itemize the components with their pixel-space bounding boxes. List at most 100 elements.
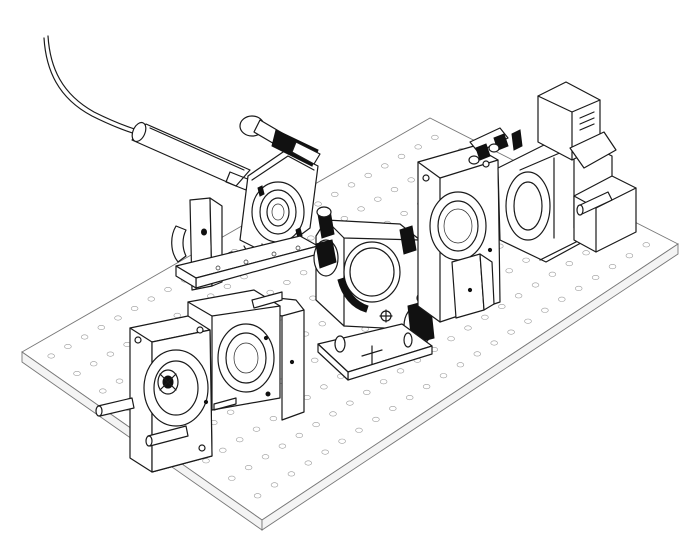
breadboard-hole (347, 182, 356, 188)
breadboard-hole (320, 384, 328, 390)
breadboard-hole (608, 264, 617, 270)
breadboard-hole (642, 242, 650, 248)
breadboard-hole (331, 191, 339, 197)
breadboard-hole (64, 343, 72, 349)
breadboard-hole (269, 416, 278, 422)
breadboard-hole (625, 253, 634, 259)
breadboard-hole (304, 460, 312, 466)
breadboard-hole (80, 334, 89, 340)
breadboard-hole (591, 274, 600, 280)
breadboard-hole (99, 388, 107, 394)
actuator-motor (537, 81, 617, 169)
breadboard-hole (531, 282, 540, 288)
breadboard-hole (226, 409, 235, 415)
breadboard-hole (312, 422, 320, 428)
breadboard-hole (363, 389, 371, 395)
breadboard-hole (414, 144, 422, 150)
breadboard-hole (314, 201, 322, 207)
breadboard-side-edge (261, 243, 679, 531)
breadboard-hole (115, 378, 124, 384)
breadboard-hole (97, 324, 106, 330)
breadboard-hole (473, 351, 481, 357)
front-cage-plate (129, 315, 213, 473)
breadboard-hole (244, 465, 253, 471)
breadboard-hole (299, 270, 308, 276)
breadboard-hole (283, 279, 291, 285)
breadboard-hole (524, 318, 532, 324)
breadboard-hole (106, 351, 115, 357)
kinematic-mirror-mount (224, 115, 321, 273)
breadboard-hole (379, 379, 388, 385)
breadboard-hole (236, 437, 244, 443)
breadboard-hole (565, 261, 573, 267)
breadboard-hole (346, 400, 354, 406)
breadboard-hole (357, 206, 365, 212)
breadboard-hole (364, 172, 372, 178)
breadboard-hole (228, 475, 236, 481)
breadboard-hole (439, 373, 448, 379)
breadboard-hole (338, 438, 346, 444)
breadboard-hole (374, 196, 382, 202)
breadboard-hole (456, 362, 465, 368)
fiber-cable (43, 35, 145, 137)
breadboard-hole (396, 368, 405, 374)
breadboard-hole (130, 305, 139, 311)
breadboard-hole (311, 357, 319, 363)
breadboard-hole (389, 405, 397, 411)
right-base-clamp (451, 253, 495, 319)
breadboard-hole (270, 482, 279, 488)
center-base-plate (317, 323, 433, 381)
breadboard-hole (381, 163, 389, 169)
cage-rods (95, 397, 237, 447)
breadboard-hole (278, 443, 287, 449)
breadboard-hole (223, 283, 232, 289)
breadboard-hole (431, 134, 439, 140)
second-mount-plate (187, 289, 283, 411)
breadboard-hole (202, 458, 210, 464)
breadboard-hole (147, 296, 156, 302)
breadboard-hole (407, 177, 415, 183)
fiber-collimator (131, 121, 251, 191)
breadboard-hole (114, 315, 122, 321)
breadboard-hole (522, 257, 530, 263)
center-kinematic-mount (313, 206, 436, 347)
breadboard-hole (498, 303, 506, 309)
breadboard-hole (164, 286, 172, 292)
breadboard-hole (355, 427, 363, 433)
breadboard-hole (481, 314, 489, 320)
breadboard-hole (447, 336, 455, 342)
breadboard-hole (422, 384, 431, 390)
breadboard-hole (89, 361, 98, 367)
breadboard-hole (253, 493, 262, 499)
breadboard-hole (261, 454, 270, 460)
breadboard-hole (490, 340, 498, 346)
breadboard-hole (287, 471, 296, 477)
breadboard-hole (541, 307, 549, 313)
breadboard-hole (400, 211, 408, 217)
breadboard-hole (507, 329, 515, 335)
breadboard-hole (329, 411, 337, 417)
breadboard-hole (397, 153, 406, 159)
breadboard-hole (464, 325, 472, 331)
breadboard-hole (219, 447, 227, 453)
breadboard-hole (505, 268, 513, 274)
breadboard-hole (548, 271, 557, 277)
breadboard-hole (574, 285, 583, 291)
breadboard-hole (390, 187, 399, 193)
breadboard-hole (372, 416, 380, 422)
breadboard-hole (295, 432, 303, 438)
breadboard-hole (514, 293, 523, 299)
breadboard-hole (318, 321, 326, 327)
breadboard-hole (558, 296, 566, 302)
breadboard-hole (252, 426, 261, 432)
mounting-rail (175, 235, 319, 289)
breadboard-hole (47, 353, 55, 359)
breadboard-hole (307, 235, 315, 241)
breadboard-hole (321, 449, 329, 455)
breadboard-hole (73, 370, 81, 376)
breadboard-hole (582, 250, 590, 256)
right-mount-post (573, 175, 637, 253)
breadboard-hole (406, 395, 414, 401)
